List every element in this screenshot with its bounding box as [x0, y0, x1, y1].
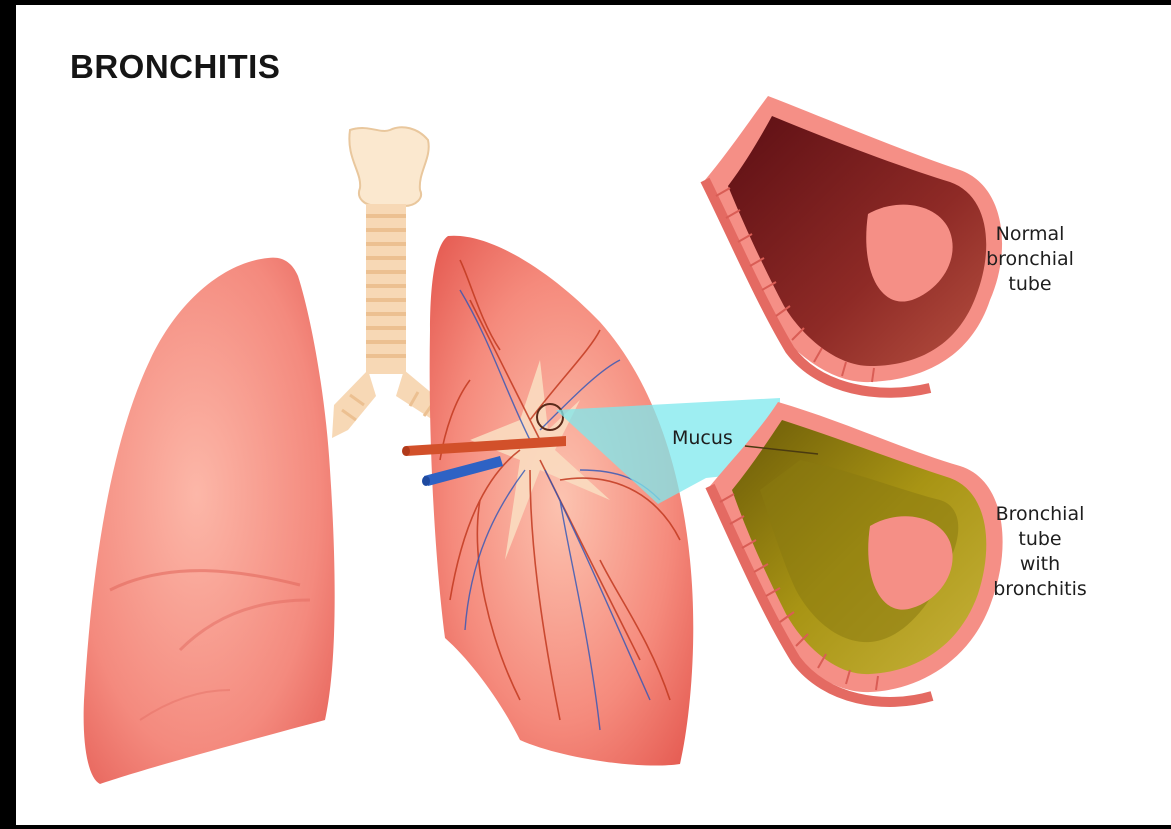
- left-lung: [84, 258, 335, 784]
- right-lung: [430, 236, 694, 766]
- page-title: BRONCHITIS: [70, 48, 280, 86]
- normal-bronchial-tube: [705, 96, 1002, 393]
- mucus-label: Mucus: [672, 426, 762, 451]
